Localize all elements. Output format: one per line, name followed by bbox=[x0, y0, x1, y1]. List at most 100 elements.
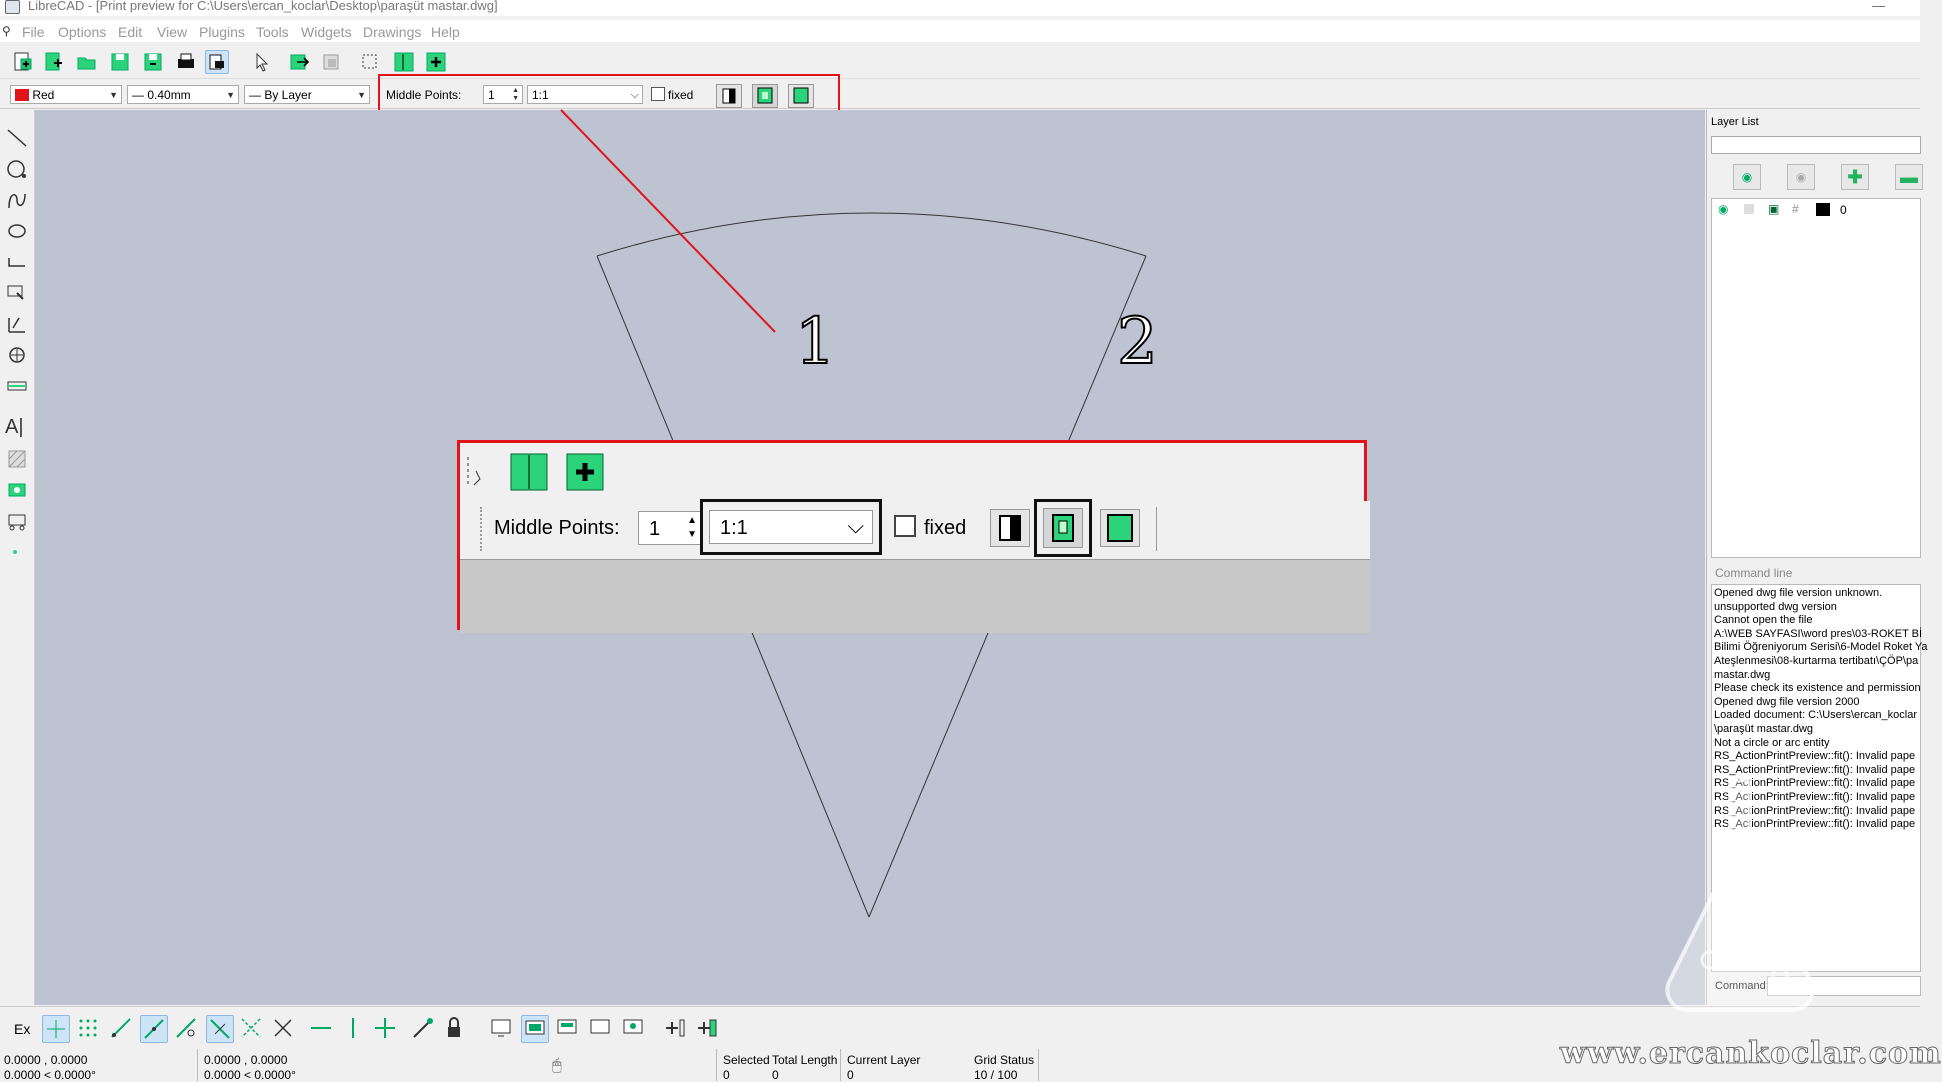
menu-edit[interactable]: Edit bbox=[118, 24, 143, 40]
text-icon[interactable]: A| bbox=[5, 416, 24, 438]
abs-coord-line2: 0.0000 < 0.0000° bbox=[4, 1068, 96, 1082]
eye-icon: ◉ bbox=[1741, 170, 1753, 184]
page-portrait-icon[interactable] bbox=[392, 50, 416, 74]
drawing-canvas[interactable]: Middle Points: 1 ▲▼ 1:1 ⌵ fixed bbox=[35, 109, 1705, 1005]
command-input[interactable] bbox=[1767, 976, 1921, 996]
middle-points-spinbox[interactable]: 1 ▲▼ bbox=[483, 85, 523, 104]
snap-middle-button[interactable] bbox=[206, 1015, 234, 1043]
add-layer-button[interactable]: ✚ bbox=[1841, 164, 1869, 190]
circle-icon[interactable] bbox=[5, 157, 29, 181]
spin-arrows-icon: ▲▼ bbox=[687, 515, 697, 540]
view-4-button[interactable] bbox=[587, 1015, 613, 1041]
linewidth-select[interactable]: — 0.40mm ▼ bbox=[127, 85, 239, 104]
dimension-icon[interactable] bbox=[5, 312, 29, 336]
monitor-icon bbox=[491, 1019, 511, 1037]
linetype-select[interactable]: — By Layer ▼ bbox=[244, 85, 370, 104]
add-icon bbox=[698, 1019, 717, 1037]
middle-icon bbox=[210, 1019, 230, 1039]
snap-grid-button[interactable] bbox=[75, 1015, 101, 1041]
zoom-black-white-button bbox=[990, 509, 1030, 547]
print-preview-icon[interactable] bbox=[205, 50, 229, 74]
menu-plugins[interactable]: Plugins bbox=[199, 24, 245, 40]
view-1-button[interactable] bbox=[488, 1015, 514, 1041]
fit-page-button[interactable] bbox=[788, 84, 814, 108]
menu-help[interactable]: Help bbox=[431, 24, 460, 40]
menu-options[interactable]: Options bbox=[58, 24, 107, 40]
menu-widgets[interactable]: Widgets bbox=[301, 24, 352, 40]
layer-row[interactable]: ◉ ▣ # 0 bbox=[1712, 201, 1920, 219]
monitor-icon bbox=[623, 1019, 643, 1034]
snap-free-button[interactable] bbox=[42, 1015, 70, 1043]
zoom-callout: Middle Points: 1 ▲▼ 1:1 ⌵ fixed bbox=[457, 440, 1370, 633]
line-icon[interactable] bbox=[5, 126, 29, 150]
minus-icon: ▬ bbox=[1900, 167, 1918, 187]
history-line: \paraşüt mastar.dwg bbox=[1714, 722, 1814, 735]
menu-drawings[interactable]: Drawings bbox=[363, 24, 422, 40]
fixed-checkbox[interactable] bbox=[651, 87, 665, 101]
page-add-icon[interactable] bbox=[424, 50, 448, 74]
menu-file[interactable]: File bbox=[22, 24, 45, 40]
restrict-vertical-button[interactable] bbox=[340, 1015, 366, 1041]
center-page-button[interactable] bbox=[752, 84, 778, 108]
restrict-orthogonal-button[interactable] bbox=[372, 1015, 398, 1041]
lock-icon[interactable] bbox=[1744, 204, 1754, 214]
layer-filter-input[interactable] bbox=[1711, 136, 1921, 154]
block-icon[interactable] bbox=[320, 50, 344, 74]
snap-intersection-button[interactable] bbox=[270, 1015, 296, 1041]
menu-view[interactable]: View bbox=[157, 24, 188, 40]
measure-icon[interactable] bbox=[5, 374, 29, 398]
view-2-button[interactable] bbox=[521, 1015, 549, 1043]
distance-icon bbox=[241, 1018, 261, 1038]
modify-icon[interactable] bbox=[5, 343, 29, 367]
snap-distance-button[interactable] bbox=[238, 1015, 264, 1041]
linewidth-value: — 0.40mm bbox=[132, 88, 191, 102]
view-5-button[interactable] bbox=[620, 1015, 646, 1041]
zoom-scale-value: 1:1 bbox=[720, 517, 748, 539]
menu-tools[interactable]: Tools bbox=[256, 24, 289, 40]
print-icon[interactable]: ▣ bbox=[1768, 202, 1780, 216]
hide-all-layers-button[interactable]: ◉ bbox=[1787, 164, 1815, 190]
lock-relative-zero-button[interactable] bbox=[442, 1015, 468, 1041]
point-icon[interactable] bbox=[5, 540, 29, 564]
exclusive-snap-button[interactable]: Ex bbox=[14, 1021, 31, 1037]
print-icon[interactable] bbox=[174, 50, 198, 74]
save-icon[interactable] bbox=[108, 50, 132, 74]
add-toolbar-button[interactable] bbox=[662, 1015, 688, 1041]
main-toolbar bbox=[0, 44, 1920, 79]
select-window-icon[interactable] bbox=[358, 50, 382, 74]
color-select[interactable]: Red ▼ bbox=[10, 85, 122, 104]
remove-layer-button[interactable]: ▬ bbox=[1895, 164, 1923, 190]
polyline-icon[interactable] bbox=[5, 250, 29, 274]
restrict-horizontal-button[interactable] bbox=[308, 1015, 334, 1041]
minimize-button[interactable]: — bbox=[1872, 0, 1885, 13]
hatch-icon[interactable] bbox=[5, 447, 29, 471]
view-3-button[interactable] bbox=[554, 1015, 580, 1041]
block-tool-icon[interactable] bbox=[5, 509, 29, 533]
black-white-button[interactable] bbox=[716, 84, 742, 108]
image-icon[interactable] bbox=[5, 478, 29, 502]
open-file-icon[interactable] bbox=[75, 50, 99, 74]
construction-icon[interactable]: # bbox=[1792, 202, 1799, 216]
right-dock: Layer List ◉ ◉ ✚ ▬ ◉ ▣ # 0 Command line … bbox=[1706, 110, 1928, 1005]
scale-select[interactable]: 1:1 ⌵ bbox=[527, 85, 643, 104]
relative-zero-button[interactable] bbox=[410, 1015, 436, 1041]
layer-color-swatch[interactable] bbox=[1816, 203, 1830, 216]
status-divider bbox=[716, 1049, 717, 1081]
select-icon[interactable] bbox=[5, 281, 29, 305]
history-line: unsupported dwg version bbox=[1714, 600, 1837, 613]
curve-icon[interactable] bbox=[5, 188, 29, 212]
block-insert-icon[interactable] bbox=[288, 50, 312, 74]
show-all-layers-button[interactable]: ◉ bbox=[1733, 164, 1761, 190]
new-file-icon[interactable] bbox=[10, 50, 34, 74]
ellipse-icon[interactable] bbox=[5, 219, 29, 243]
snap-endpoint-button[interactable] bbox=[108, 1015, 134, 1041]
snap-on-entity-button[interactable] bbox=[140, 1015, 168, 1043]
snap-center-button[interactable] bbox=[173, 1015, 199, 1041]
command-prompt-label: Command: bbox=[1715, 980, 1769, 992]
endpoint-icon bbox=[111, 1018, 131, 1038]
add-toolbar-2-button[interactable] bbox=[694, 1015, 720, 1041]
new-from-template-icon[interactable] bbox=[42, 50, 66, 74]
select-pointer-icon[interactable] bbox=[250, 50, 274, 74]
save-as-icon[interactable] bbox=[141, 50, 165, 74]
eye-icon[interactable]: ◉ bbox=[1718, 202, 1729, 216]
